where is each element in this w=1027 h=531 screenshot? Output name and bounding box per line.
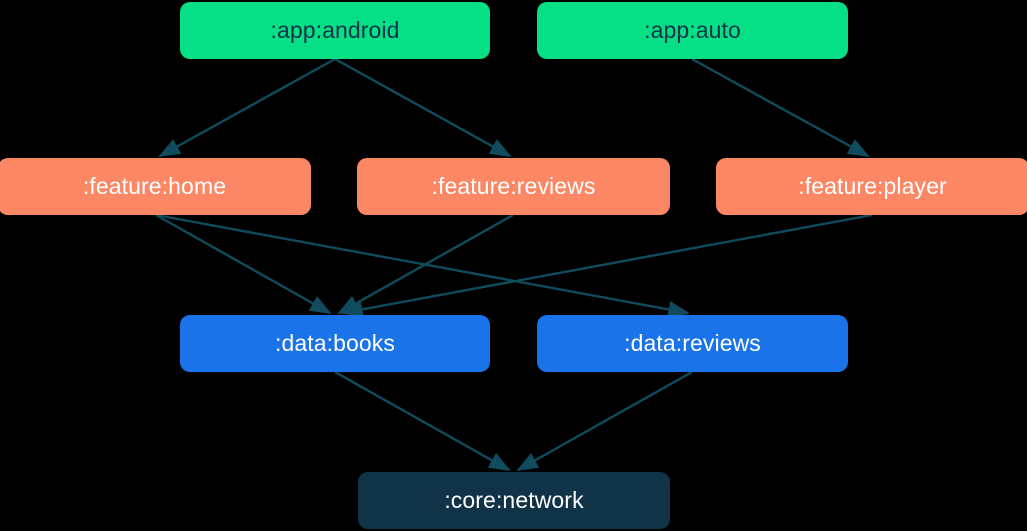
node-label: :feature:player [798, 173, 947, 199]
node-core-network[interactable]: :core:network [358, 472, 670, 529]
node-feature-reviews[interactable]: :feature:reviews [357, 158, 670, 215]
node-data-reviews[interactable]: :data:reviews [537, 315, 848, 372]
node-label: :feature:reviews [431, 173, 596, 199]
node-app-android[interactable]: :app:android [180, 2, 490, 59]
edge-data-books-to-core-network [334, 370, 511, 472]
edge-app-android-to-feature-home [158, 57, 336, 158]
node-label: :data:books [274, 330, 396, 356]
edge-app-auto-to-feature-player [691, 57, 870, 158]
edge-group [155, 57, 873, 472]
node-app-auto[interactable]: :app:auto [537, 2, 848, 59]
edge-app-android-to-feature-reviews [334, 57, 512, 158]
node-label: :feature:home [82, 173, 227, 199]
edge-feature-player-to-data-books [341, 213, 873, 318]
edge-feature-reviews-to-data-books [337, 213, 514, 315]
node-feature-player[interactable]: :feature:player [716, 158, 1027, 215]
node-label: :core:network [444, 487, 584, 513]
node-data-books[interactable]: :data:books [180, 315, 490, 372]
node-label: :data:reviews [624, 330, 761, 356]
node-label: :app:android [270, 17, 400, 43]
edge-feature-home-to-data-reviews [155, 213, 690, 318]
node-feature-home[interactable]: :feature:home [0, 158, 311, 215]
edge-data-reviews-to-core-network [516, 370, 693, 472]
node-label: :app:auto [644, 17, 741, 43]
edge-feature-home-to-data-books [155, 213, 332, 315]
